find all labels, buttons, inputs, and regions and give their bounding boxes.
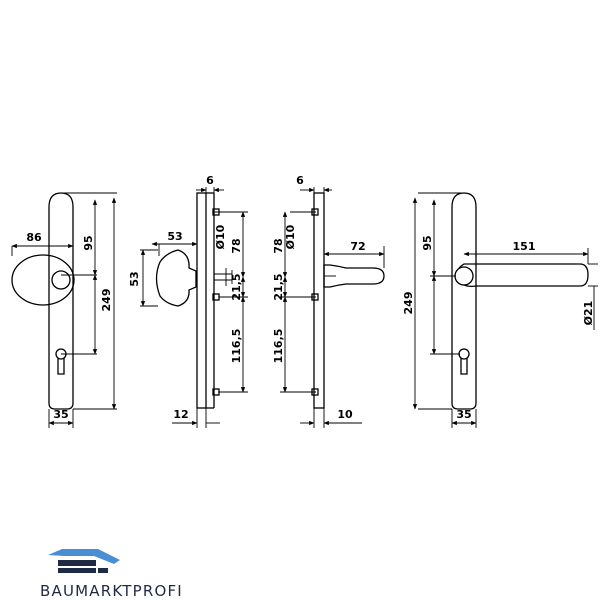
dim-width-35: 35: [53, 408, 68, 421]
dim-overall-249-lever: 249: [402, 292, 415, 315]
dim-knob-offset-86: 86: [26, 231, 42, 244]
cylinder-hole-lever: [458, 348, 470, 375]
dim-knob-depth-53: 53: [167, 230, 182, 243]
dim-lever-diameter-21: Ø21: [582, 301, 595, 326]
dim-width-35-lever: 35: [456, 408, 471, 421]
dim-plate-thickness-10: 10: [337, 408, 353, 421]
dim-upper-95-lever: 95: [421, 235, 434, 250]
lever-rosette: [454, 266, 474, 286]
baumarktprofi-logo: BAUMARKTPROFI: [40, 549, 183, 600]
knob-front-view: 35 86 95 249: [11, 192, 117, 428]
dim-knob-diameter-53: 53: [128, 271, 141, 286]
knob-side-view: 53 53 12: [128, 192, 220, 428]
dim-hole-diameter-right: Ø10: [284, 224, 297, 249]
knob-shape: [11, 254, 75, 306]
dim-hole-diameter: Ø10: [214, 224, 227, 249]
dim-lower-116-5-right: 116,5: [272, 329, 285, 364]
knob-side-shape: [155, 249, 197, 307]
dim-top-offset-6: 6: [206, 174, 214, 187]
dim-mid-21-5-right: 21,5: [272, 273, 285, 300]
logo-wordmark: BAUMARKTPROFI: [40, 582, 183, 600]
dim-lever-length-72: 72: [350, 240, 365, 253]
backplate-outline-lever: [451, 192, 477, 410]
plate-side: [196, 192, 207, 409]
dim-upper-95: 95: [82, 235, 95, 250]
backplate-outline: [48, 192, 74, 410]
dim-overall-249: 249: [100, 289, 113, 312]
dim-upper-78-right: 78: [272, 238, 285, 253]
lever-side-shape: [323, 264, 385, 288]
dim-plate-thickness-12: 12: [173, 408, 188, 421]
dim-lever-length-151: 151: [513, 240, 536, 253]
lever-side-view: 6 Ø10 78 21,5 116,5 72 10: [272, 174, 385, 428]
lever-front-view: 95 249 151 Ø21 35: [402, 192, 598, 428]
cylinder-hole: [55, 348, 67, 375]
logo-roof-icon: [48, 549, 120, 564]
dim-upper-78: 78: [230, 238, 243, 253]
knob-neck: [51, 270, 71, 290]
dim-lower-116-5: 116,5: [230, 329, 243, 364]
dim-mid-21-5: 21,5: [230, 273, 243, 300]
center-plate-view: 6 Ø10 78 21,5 116,5: [196, 174, 248, 409]
dim-top-offset-6-right: 6: [296, 174, 304, 187]
